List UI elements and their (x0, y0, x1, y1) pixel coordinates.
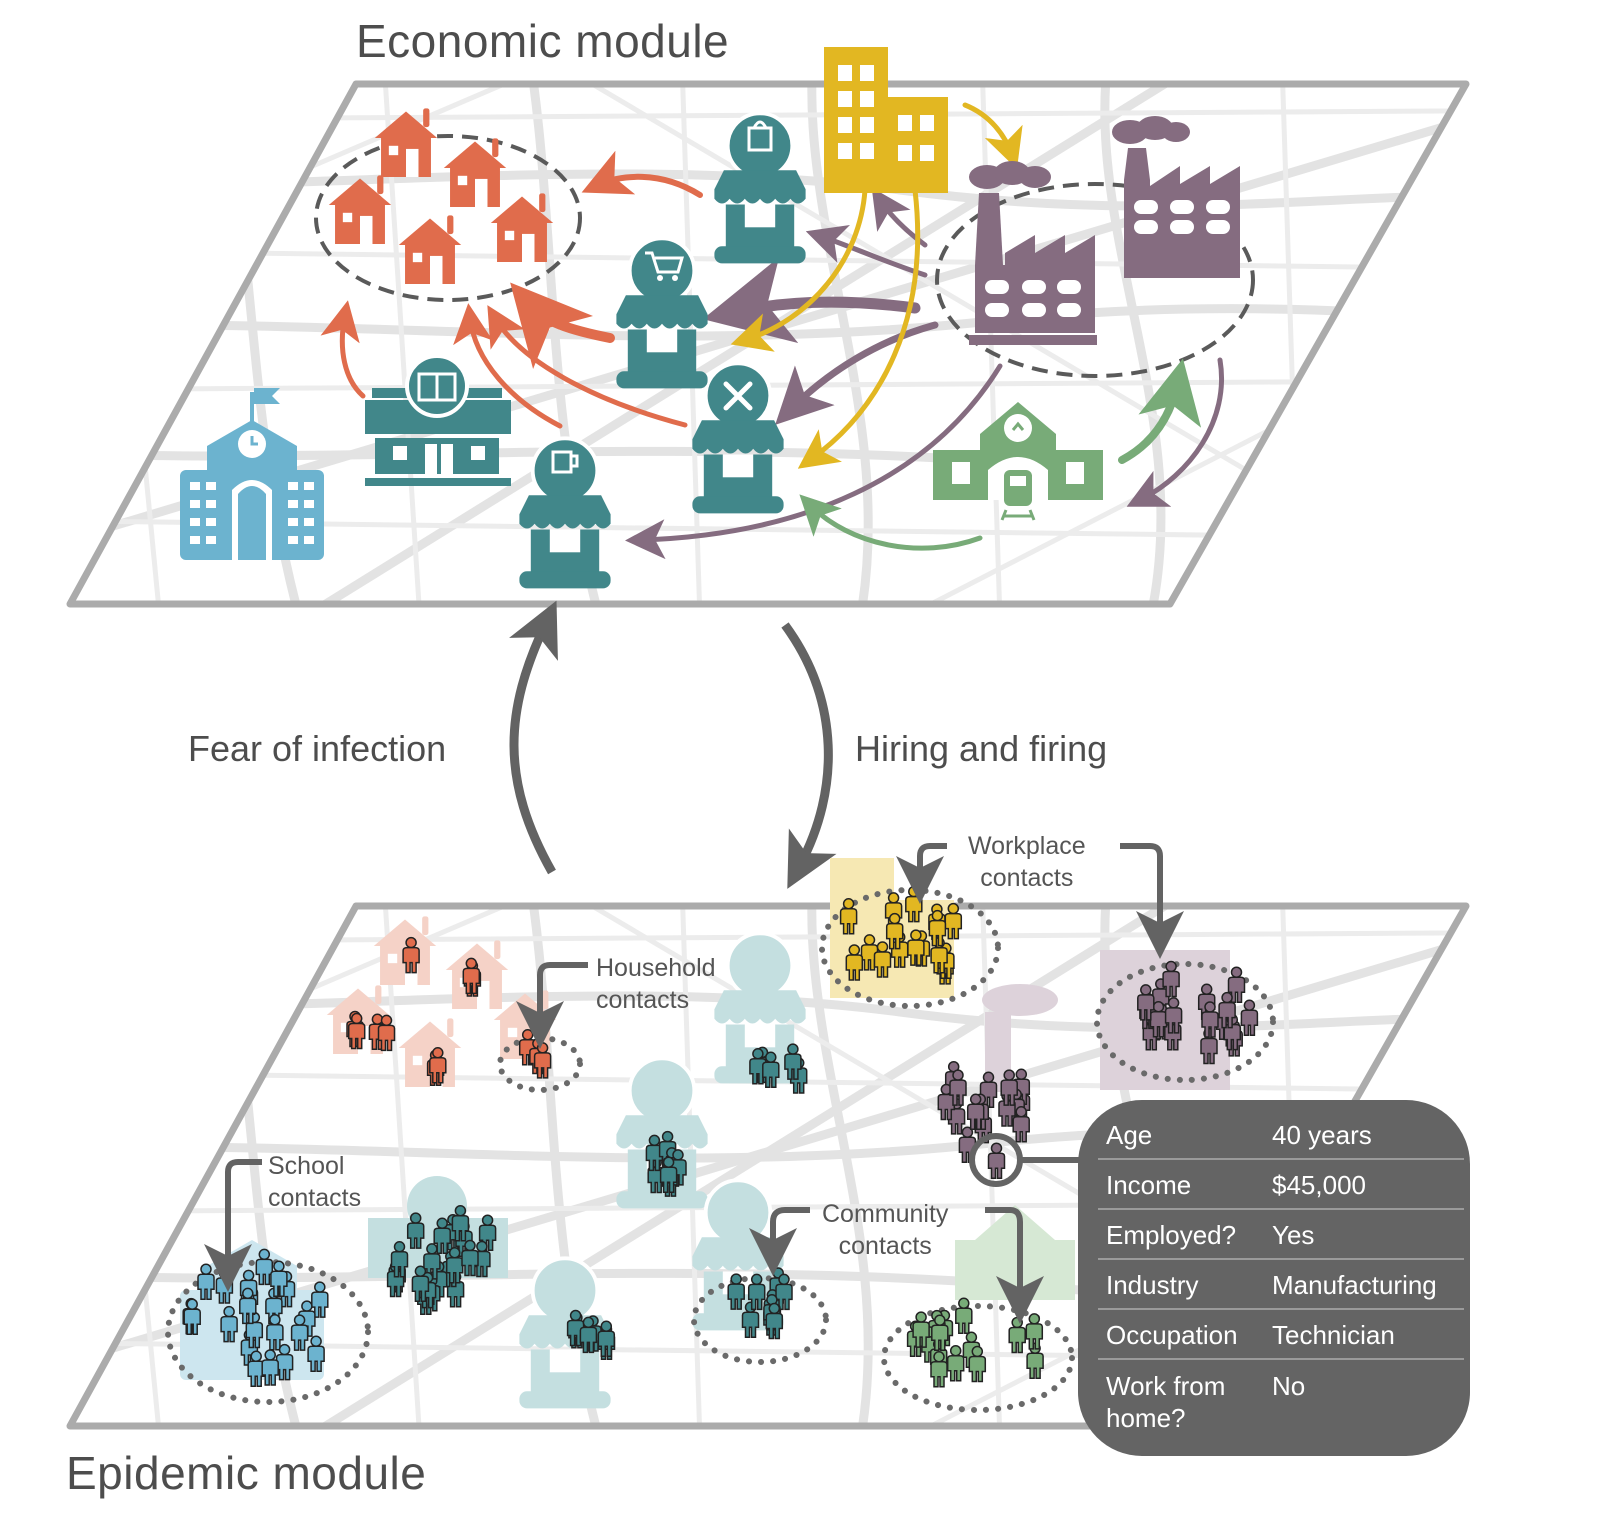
agent-attr-row: Work from home? No (1106, 1370, 1466, 1434)
agent-attr-value: Manufacturing (1272, 1270, 1437, 1300)
agent-attr-key: Income (1106, 1170, 1192, 1200)
household-contacts-label: Household contacts (596, 954, 716, 1014)
agent-attr-row: Age 40 years (1106, 1120, 1466, 1151)
fear-of-infection-arrow (509, 600, 558, 875)
workplace-contacts-label: Workplace contacts (968, 832, 1086, 892)
faded-train-station (955, 1205, 1075, 1300)
cinema-icon (365, 354, 511, 486)
agent-attr-value: 40 years (1272, 1120, 1372, 1150)
agent-attr-key: Industry (1106, 1270, 1199, 1300)
agent-attr-value: $45,000 (1272, 1170, 1366, 1200)
factory-icon (969, 116, 1240, 345)
restaurant-icon (690, 361, 786, 516)
hiring-and-firing-label: Hiring and firing (855, 728, 1108, 769)
epidemic-module-title: Epidemic module (66, 1447, 427, 1499)
fear-of-infection-label: Fear of infection (188, 728, 447, 769)
office-building-icon (824, 47, 948, 193)
agent-attr-key: Employed? (1106, 1220, 1237, 1250)
economic-flow-arrows (320, 102, 1224, 560)
household-group-outline (314, 134, 582, 302)
agent-attributes-card: Age 40 years Income $45,000 Employed? Ye… (1078, 1100, 1470, 1456)
grocery-store-icon (614, 236, 710, 391)
agent-attr-key: Work from home? (1106, 1371, 1226, 1433)
row-divider (1098, 1308, 1464, 1310)
row-divider (1098, 1358, 1464, 1360)
agent-attr-row: Industry Manufacturing (1106, 1270, 1466, 1301)
agent-attr-row: Employed? Yes (1106, 1220, 1466, 1251)
factory-group-outline (935, 182, 1255, 378)
agent-attr-row: Occupation Technician (1106, 1320, 1466, 1351)
bar-icon (517, 436, 613, 591)
shop-icon (712, 111, 808, 266)
agent-attr-row: Income $45,000 (1106, 1170, 1466, 1201)
agent-attr-key: Age (1106, 1120, 1153, 1150)
row-divider (1098, 1258, 1464, 1260)
hiring-and-firing-arrow (781, 622, 837, 889)
community-contacts-label: Community contacts (822, 1200, 949, 1260)
economic-module-title: Economic module (356, 15, 730, 67)
selected-agent-magnifier[interactable] (969, 1133, 1082, 1187)
school-contacts-label: School contacts (268, 1152, 362, 1212)
row-divider (1098, 1208, 1464, 1210)
train-station-icon (933, 402, 1103, 521)
school-icon (180, 388, 324, 560)
agent-attr-value: No (1272, 1371, 1306, 1401)
row-divider (1098, 1158, 1464, 1160)
agent-attr-key: Occupation (1106, 1320, 1238, 1350)
contact-callout-arrows (204, 843, 1184, 1324)
agent-attr-value: Yes (1272, 1220, 1315, 1250)
agent-attr-value: Technician (1272, 1320, 1395, 1350)
